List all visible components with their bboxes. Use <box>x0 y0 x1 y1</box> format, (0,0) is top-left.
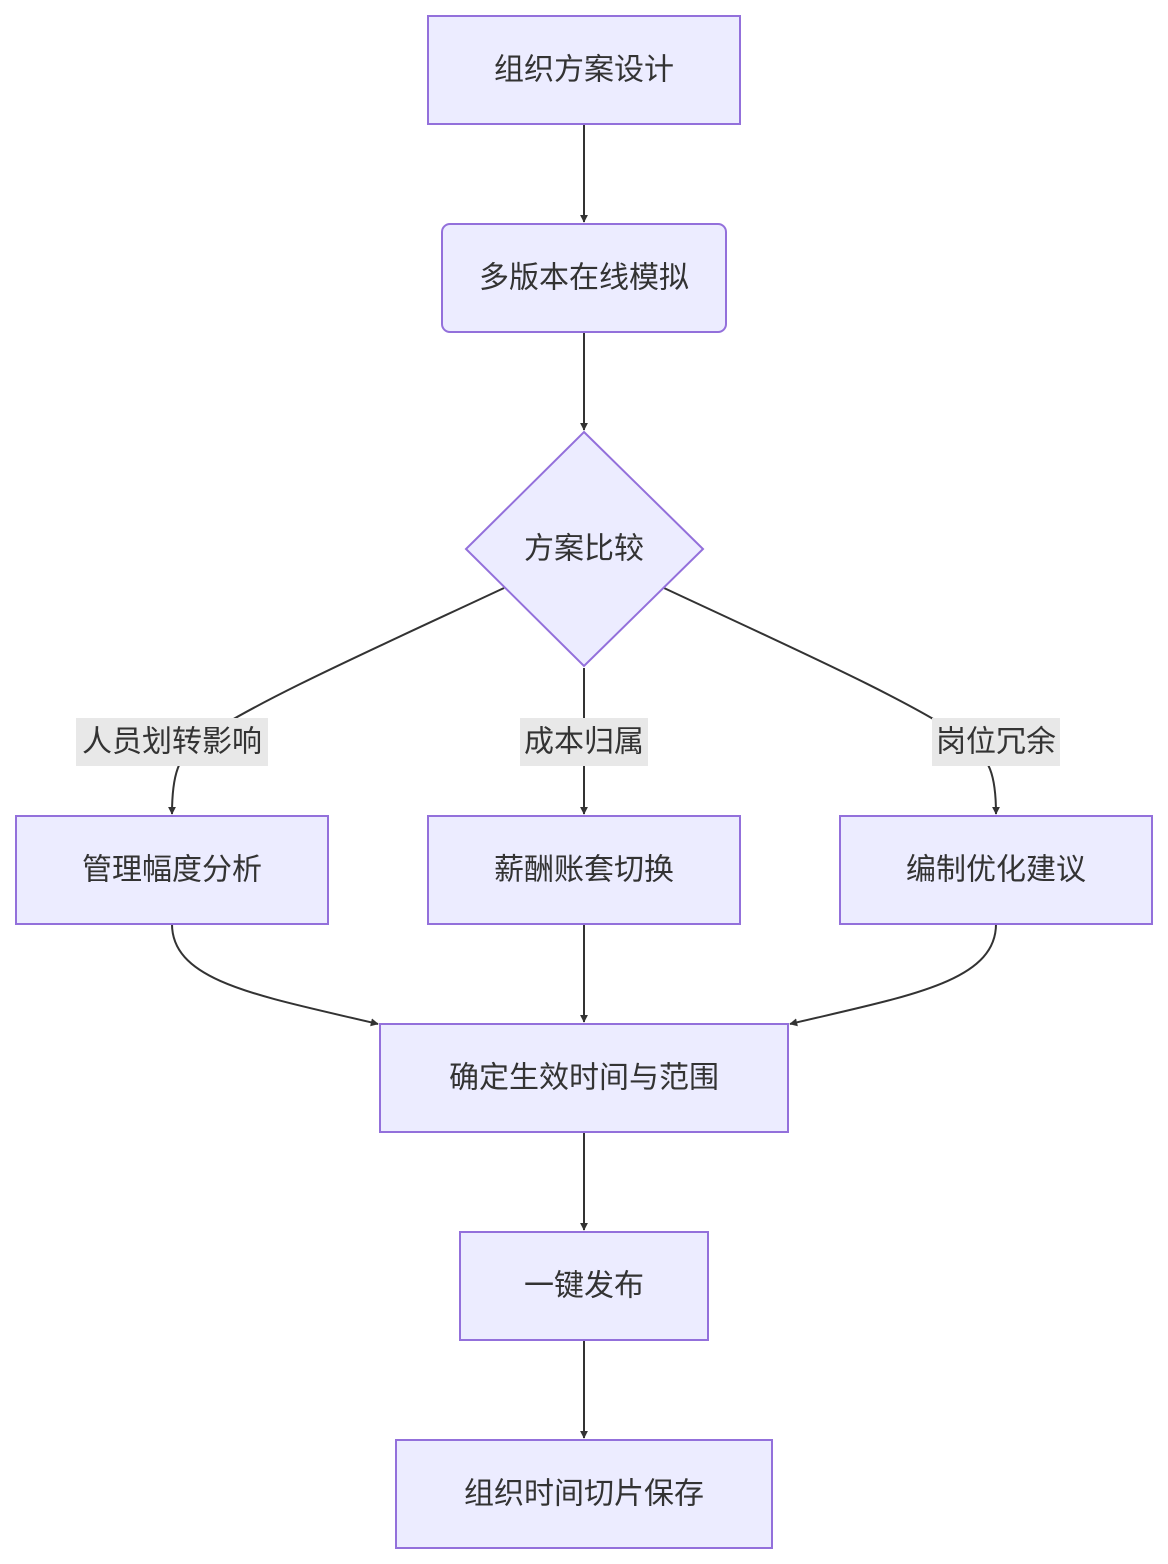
node-design: 组织方案设计 <box>427 15 741 125</box>
edge-span-to-effective <box>171 923 379 1027</box>
node-span: 管理幅度分析 <box>15 815 329 925</box>
node-compare: 方案比较 <box>464 430 705 668</box>
edge-label-cost-text: 成本归属 <box>524 725 644 760</box>
node-effective: 确定生效时间与范围 <box>379 1023 789 1133</box>
node-snapshot-label: 组织时间切片保存 <box>464 1477 704 1512</box>
node-effective-label: 确定生效时间与范围 <box>449 1061 719 1096</box>
edge-label-cost: 成本归属 <box>520 718 648 766</box>
node-publish: 一键发布 <box>459 1231 709 1341</box>
node-payroll-label: 薪酬账套切换 <box>494 853 674 888</box>
node-span-label: 管理幅度分析 <box>82 853 262 888</box>
edges <box>168 124 1000 1439</box>
node-design-label: 组织方案设计 <box>494 53 674 88</box>
node-compare-label: 方案比较 <box>524 532 644 567</box>
edge-headcount-to-effective <box>789 923 997 1027</box>
edge-label-transfer-text: 人员划转影响 <box>82 725 262 760</box>
edge-label-redundancy: 岗位冗余 <box>932 718 1060 766</box>
node-publish-label: 一键发布 <box>524 1269 644 1304</box>
node-simulate-label: 多版本在线模拟 <box>479 261 689 296</box>
node-payroll: 薪酬账套切换 <box>427 815 741 925</box>
edge-label-redundancy-text: 岗位冗余 <box>936 725 1056 760</box>
node-snapshot: 组织时间切片保存 <box>395 1439 773 1549</box>
node-headcount-label: 编制优化建议 <box>906 853 1086 888</box>
edge-label-transfer: 人员划转影响 <box>76 718 268 766</box>
node-headcount: 编制优化建议 <box>839 815 1153 925</box>
edge-compare-to-headcount <box>663 587 1000 815</box>
edge-compare-to-span <box>168 587 505 815</box>
node-simulate: 多版本在线模拟 <box>441 223 727 333</box>
